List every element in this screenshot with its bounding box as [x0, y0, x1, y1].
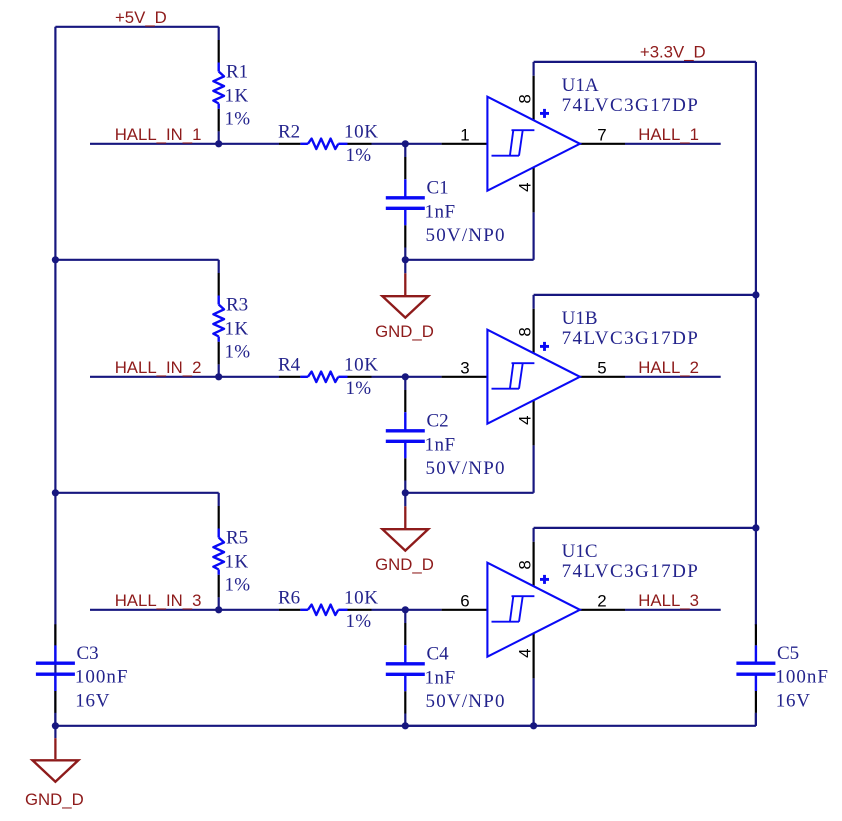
svg-text:74LVC3G17DP: 74LVC3G17DP: [562, 328, 700, 349]
svg-text:50V/NP0: 50V/NP0: [426, 458, 506, 479]
svg-text:10K: 10K: [344, 355, 379, 376]
svg-text:R1: R1: [226, 62, 248, 83]
svg-text:3: 3: [460, 359, 469, 378]
svg-text:R6: R6: [278, 588, 300, 609]
svg-text:C5: C5: [777, 643, 799, 664]
svg-text:4: 4: [515, 648, 534, 657]
svg-text:1K: 1K: [225, 85, 249, 106]
svg-text:8: 8: [515, 94, 534, 103]
svg-text:GND_D: GND_D: [25, 790, 84, 809]
svg-text:C2: C2: [427, 411, 449, 432]
svg-text:1: 1: [460, 126, 469, 145]
svg-text:100nF: 100nF: [775, 667, 829, 688]
svg-text:1nF: 1nF: [425, 667, 456, 688]
svg-text:1%: 1%: [225, 108, 251, 129]
svg-text:+3.3V_D: +3.3V_D: [640, 42, 706, 61]
svg-text:1nF: 1nF: [425, 434, 456, 455]
svg-text:R5: R5: [226, 528, 248, 549]
svg-text:1%: 1%: [346, 611, 372, 632]
svg-text:1nF: 1nF: [425, 201, 456, 222]
svg-text:16V: 16V: [75, 691, 110, 712]
svg-text:U1B: U1B: [562, 308, 598, 329]
svg-text:74LVC3G17DP: 74LVC3G17DP: [562, 561, 700, 582]
svg-text:HALL_IN_1: HALL_IN_1: [115, 125, 202, 144]
svg-text:6: 6: [460, 592, 469, 611]
svg-text:1K: 1K: [225, 318, 249, 339]
svg-text:+5V_D: +5V_D: [115, 8, 167, 27]
svg-text:HALL_IN_3: HALL_IN_3: [115, 591, 202, 610]
svg-text:1%: 1%: [346, 378, 372, 399]
svg-text:8: 8: [515, 560, 534, 569]
svg-text:50V/NP0: 50V/NP0: [426, 691, 506, 712]
svg-text:100nF: 100nF: [75, 667, 129, 688]
svg-text:16V: 16V: [776, 691, 811, 712]
svg-text:R3: R3: [226, 295, 248, 316]
svg-text:10K: 10K: [344, 122, 379, 143]
svg-text:1%: 1%: [225, 574, 251, 595]
svg-text:R2: R2: [278, 122, 300, 143]
svg-text:HALL_3: HALL_3: [638, 591, 699, 610]
svg-text:R4: R4: [278, 355, 301, 376]
svg-text:1K: 1K: [225, 551, 249, 572]
svg-text:GND_D: GND_D: [375, 555, 434, 574]
svg-text:HALL_1: HALL_1: [638, 125, 699, 144]
svg-text:4: 4: [515, 182, 534, 191]
svg-text:GND_D: GND_D: [375, 322, 434, 341]
svg-text:5: 5: [597, 359, 606, 378]
svg-text:1%: 1%: [346, 145, 372, 166]
svg-text:2: 2: [597, 592, 606, 611]
svg-text:HALL_IN_2: HALL_IN_2: [115, 358, 202, 377]
svg-text:C1: C1: [427, 178, 449, 199]
svg-text:4: 4: [515, 415, 534, 424]
svg-text:C4: C4: [427, 644, 450, 665]
svg-text:U1A: U1A: [562, 75, 599, 96]
svg-text:U1C: U1C: [562, 541, 598, 562]
svg-text:1%: 1%: [225, 341, 251, 362]
svg-text:7: 7: [597, 126, 606, 145]
svg-text:50V/NP0: 50V/NP0: [426, 225, 506, 246]
svg-text:C3: C3: [77, 643, 99, 664]
svg-text:HALL_2: HALL_2: [638, 358, 699, 377]
svg-text:74LVC3G17DP: 74LVC3G17DP: [562, 95, 700, 116]
svg-text:10K: 10K: [344, 588, 379, 609]
svg-text:8: 8: [515, 327, 534, 336]
